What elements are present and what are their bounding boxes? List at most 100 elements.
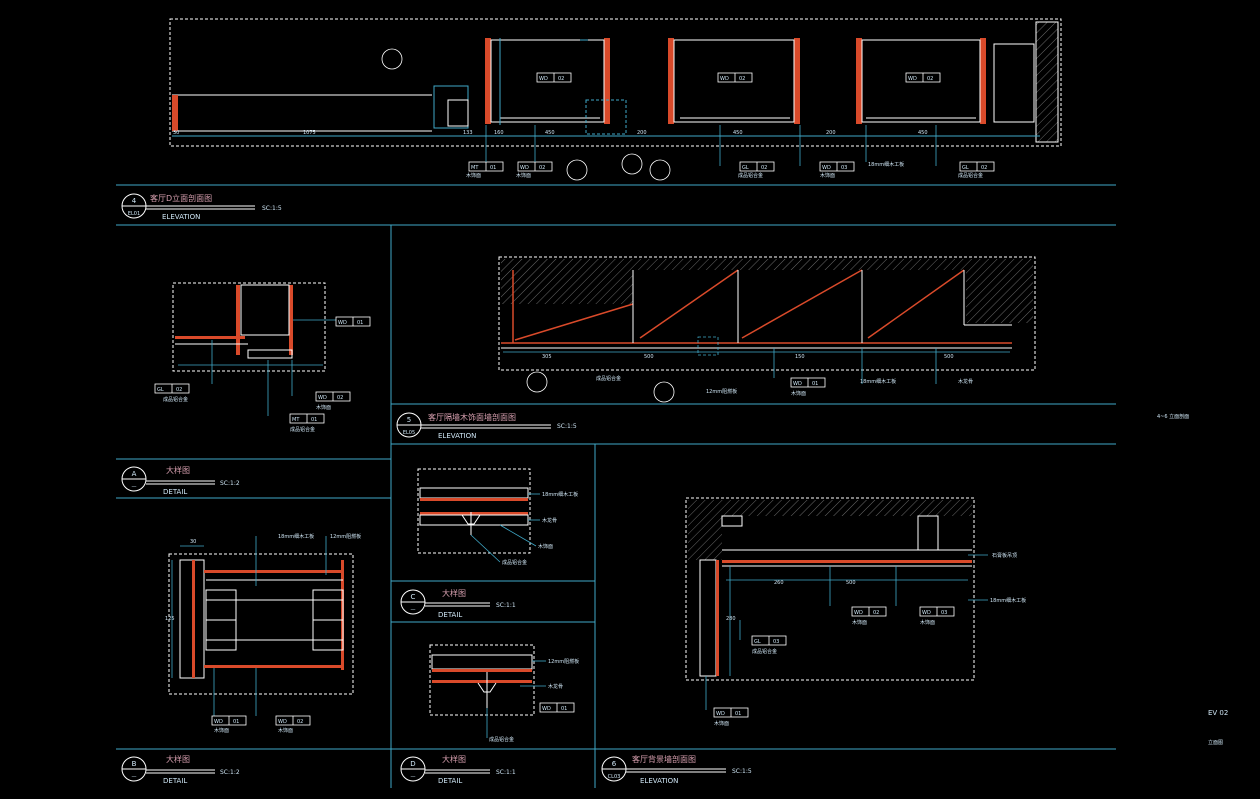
tag-num: 02 xyxy=(337,395,343,401)
tag-code: WD xyxy=(720,76,729,82)
detail-number: C xyxy=(411,593,416,601)
dim-label: 160 xyxy=(494,130,504,136)
note-text: 木饰面 xyxy=(852,619,867,626)
note-text: 木饰面 xyxy=(791,390,806,397)
note-text: 木饰面 xyxy=(538,543,553,550)
detail-number: 5 xyxy=(407,416,411,424)
dim-label: 30 xyxy=(173,130,179,136)
elevation-4-tags xyxy=(468,72,995,172)
tag-num: 02 xyxy=(981,165,987,171)
panel-title: 大样图 xyxy=(166,754,190,764)
dim-label: 500 xyxy=(944,354,954,360)
tag-code: GL xyxy=(754,639,761,645)
tag-code: WD xyxy=(318,395,327,401)
note-text: 木饰面 xyxy=(316,404,331,411)
note-text: 成品铝合金 xyxy=(958,172,983,179)
panel-subtitle: ELEVATION xyxy=(162,213,200,221)
sheet-ref: — xyxy=(411,607,416,613)
dim-label: 500 xyxy=(846,580,856,586)
tag-num: 01 xyxy=(735,711,741,717)
title-block-d: D — 大样图 DETAIL SC:1:1 xyxy=(400,754,516,785)
detail-d-drawing: 12mm阻燃板 木龙骨 WD 01 成品铝合金 xyxy=(429,644,579,743)
tag-code: WD xyxy=(338,320,347,326)
panel-subtitle: DETAIL xyxy=(163,777,187,785)
tag-num: 02 xyxy=(873,610,879,616)
panel-subtitle: DETAIL xyxy=(438,611,462,619)
tag-num: 02 xyxy=(539,165,545,171)
sheet-ref: — xyxy=(132,484,137,490)
sheet-ref: EL01 xyxy=(128,211,140,217)
panel-scale: SC:1:1 xyxy=(496,769,516,776)
dim-label: 200 xyxy=(826,130,836,136)
dim-label: 200 xyxy=(637,130,647,136)
detail-number: B xyxy=(132,760,137,768)
note-text: 木饰面 xyxy=(278,727,293,734)
tag-num: 02 xyxy=(927,76,933,82)
tag-code: WD xyxy=(542,706,551,712)
tag-num: 02 xyxy=(761,165,767,171)
dim-label: 30 xyxy=(190,539,196,545)
sheet-ref: CL03 xyxy=(608,774,621,780)
note-text: 木饰面 xyxy=(920,619,935,626)
panel-title: 大样图 xyxy=(166,465,190,475)
panel-scale: SC:1:2 xyxy=(220,769,240,776)
note-text: 木饰面 xyxy=(466,172,481,179)
tag-code: WD xyxy=(793,381,802,387)
dim-label: 450 xyxy=(918,130,928,136)
elevation-6-drawing: 260 500 280 WD 02 WD 03 GL 03 WD 01 石膏板吊… xyxy=(685,497,1026,727)
panel-scale: SC:1:1 xyxy=(496,602,516,609)
note-text: 木饰面 xyxy=(214,727,229,734)
tag-code: WD xyxy=(716,711,725,717)
note-text: 12mm阻燃板 xyxy=(706,388,737,395)
panel-title: 大样图 xyxy=(442,754,466,764)
dim-label: 450 xyxy=(733,130,743,136)
detail-number: 4 xyxy=(132,197,137,205)
tag-num: 01 xyxy=(561,706,567,712)
note-text: 木饰面 xyxy=(714,720,729,727)
note-text: 木龙骨 xyxy=(958,378,973,385)
note-text: 12mm阻燃板 xyxy=(330,533,361,540)
title-block-6: 6 CL03 客厅背景墙剖面图 ELEVATION SC:1:5 xyxy=(601,754,752,785)
note-text: 木龙骨 xyxy=(542,517,557,524)
tag-num: 01 xyxy=(490,165,496,171)
dim-label: 280 xyxy=(726,616,736,622)
title-block-5: 5 EL05 客厅隔墙木饰面墙剖面图 ELEVATION SC:1:5 xyxy=(396,412,577,440)
drawing-label: 立面图 xyxy=(1208,739,1223,746)
note-text: 12mm阻燃板 xyxy=(548,658,579,665)
note-text: 成品铝合金 xyxy=(752,648,777,655)
elevation-4-drawing: 30 1075 133 160 450 200 450 200 450 WD 0… xyxy=(169,18,1062,181)
note-text: 石膏板吊顶 xyxy=(992,552,1017,559)
tag-code: WD xyxy=(908,76,917,82)
dim-label: 450 xyxy=(545,130,555,136)
dim-label: 1075 xyxy=(303,130,316,136)
panel-title: 客厅背景墙剖面图 xyxy=(632,754,696,764)
note-text: 成品铝合金 xyxy=(596,375,621,382)
tag-code: GL xyxy=(962,165,969,171)
tag-num: 03 xyxy=(773,639,779,645)
tag-code: GL xyxy=(742,165,749,171)
note-text: 成品铝合金 xyxy=(738,172,763,179)
tag-code: WD xyxy=(922,610,931,616)
title-block-4: 4 EL01 客厅D立面剖面图 ELEVATION SC:1:5 xyxy=(121,193,282,221)
elevation-4-dim-labels: 30 1075 133 160 450 200 450 200 450 xyxy=(173,130,928,136)
note-text: 18mm细木工板 xyxy=(542,491,578,498)
detail-c-drawing: 18mm细木工板 木龙骨 木饰面 成品铝合金 xyxy=(417,468,578,566)
tag-num: 03 xyxy=(841,165,847,171)
panel-subtitle: DETAIL xyxy=(163,488,187,496)
tag-num: 02 xyxy=(176,387,182,393)
tag-num: 01 xyxy=(233,719,239,725)
note-text: 木饰面 xyxy=(820,172,835,179)
panel-subtitle: DETAIL xyxy=(438,777,462,785)
drawing-number: EV 02 xyxy=(1208,709,1228,717)
dim-label: 150 xyxy=(795,354,805,360)
detail-b-drawing: 30 125 WD 01 WD 02 18mm细木工板 12mm阻燃板 木饰面 … xyxy=(165,533,361,734)
tag-code: WD xyxy=(822,165,831,171)
panel-title: 客厅D立面剖面图 xyxy=(150,193,212,203)
tag-code: WD xyxy=(214,719,223,725)
tag-num: 01 xyxy=(812,381,818,387)
tag-code: WD xyxy=(278,719,287,725)
side-note: 4~6 立面剖面 xyxy=(1157,413,1189,420)
note-text: 18mm细木工板 xyxy=(278,533,314,540)
title-block-c: C — 大样图 DETAIL SC:1:1 xyxy=(400,588,516,619)
panel-scale: SC:1:5 xyxy=(732,768,752,775)
